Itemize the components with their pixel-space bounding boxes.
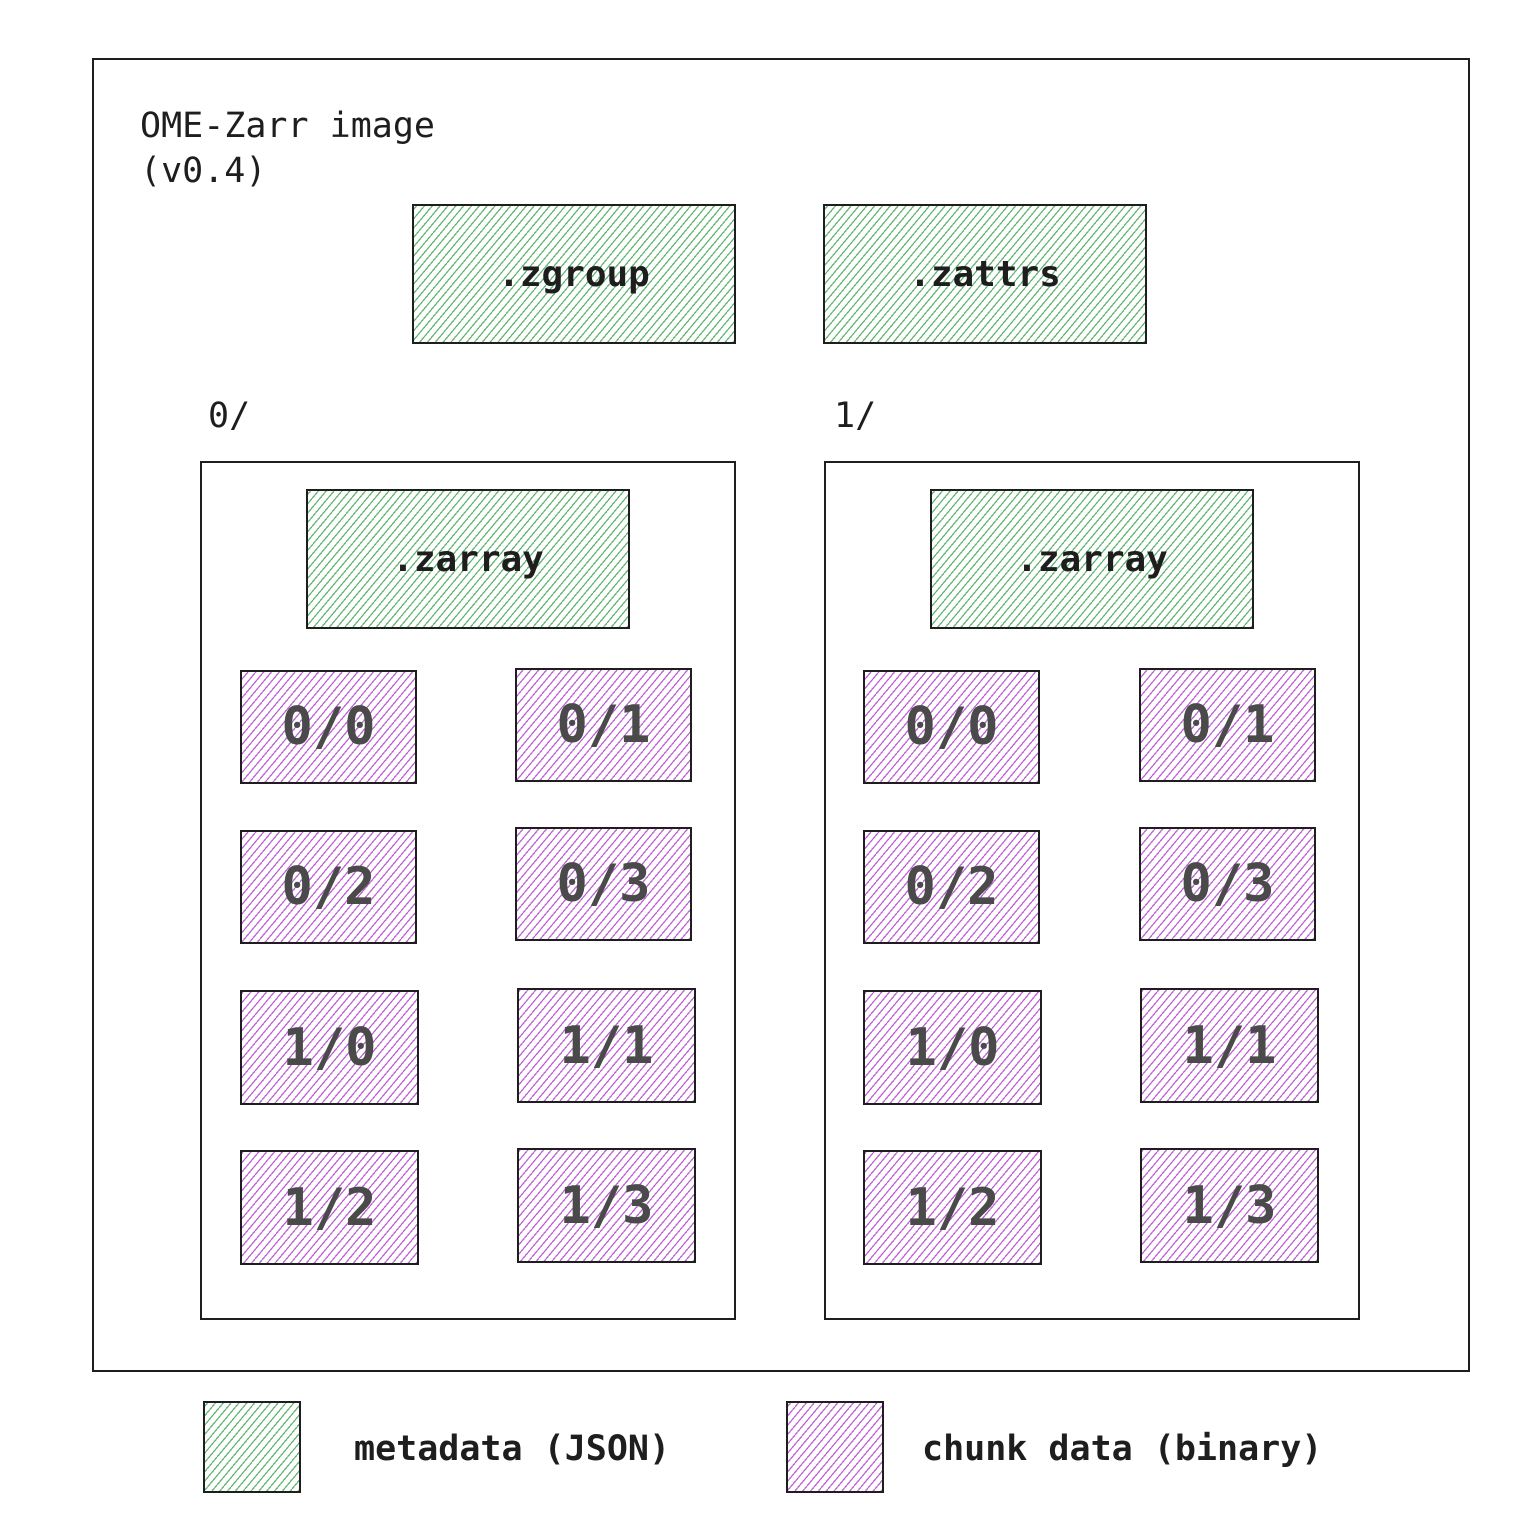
- chunk-label: 0/2: [281, 857, 376, 917]
- chunk-label: 1/2: [282, 1177, 377, 1238]
- array-0-chunk: 0/0: [240, 670, 417, 784]
- chunk-label: 1/1: [1182, 1015, 1277, 1076]
- chunk-label: 1/1: [559, 1015, 654, 1076]
- legend-metadata-label: metadata (JSON): [354, 1429, 671, 1469]
- array-0-chunk: 1/0: [240, 990, 419, 1105]
- chunk-label: 1/0: [905, 1017, 1000, 1078]
- chunk-label: 0/3: [1180, 854, 1275, 914]
- array-1-chunk: 1/1: [1140, 988, 1319, 1103]
- array-0-chunk: 1/1: [517, 988, 696, 1103]
- legend-chunk-swatch: [786, 1401, 884, 1493]
- array-1-chunk: 0/1: [1139, 668, 1316, 782]
- array-1-chunk: 1/2: [863, 1150, 1042, 1265]
- array-0-chunk: 0/2: [240, 830, 417, 944]
- array-0-chunk: 1/3: [517, 1148, 696, 1263]
- array-1-zarray-label: .zarray: [1016, 538, 1168, 580]
- chunk-label: 1/0: [282, 1017, 377, 1078]
- array-1-chunk: 1/3: [1140, 1148, 1319, 1263]
- array-1-chunk: 0/0: [863, 670, 1040, 784]
- array-1-folder: [824, 461, 1360, 1320]
- zattrs-file-label: .zattrs: [909, 253, 1061, 295]
- legend-metadata-swatch: [203, 1401, 301, 1493]
- zattrs-file: .zattrs: [823, 204, 1147, 344]
- array-0-chunk: 0/1: [515, 668, 692, 782]
- array-1-chunk: 1/0: [863, 990, 1042, 1105]
- legend-chunk-label: chunk data (binary): [922, 1429, 1323, 1469]
- ome-zarr-image-container: [92, 58, 1470, 1372]
- array-0-folder: [200, 461, 736, 1320]
- chunk-label: 1/3: [559, 1175, 654, 1236]
- chunk-label: 0/1: [1180, 695, 1275, 755]
- array-0-chunk: 1/2: [240, 1150, 419, 1265]
- array-0-label: 0/: [208, 396, 251, 436]
- diagram-title: OME-Zarr image (v0.4): [140, 106, 436, 191]
- zgroup-file: .zgroup: [412, 204, 736, 344]
- array-1-chunk: 0/2: [863, 830, 1040, 944]
- chunk-label: 1/3: [1182, 1175, 1277, 1236]
- chunk-label: 0/1: [556, 695, 651, 755]
- array-1-label: 1/: [834, 396, 877, 436]
- array-1-zarray-file: .zarray: [930, 489, 1254, 629]
- chunk-label: 0/0: [904, 697, 999, 757]
- chunk-label: 0/3: [556, 854, 651, 914]
- array-0-chunk: 0/3: [515, 827, 692, 941]
- array-1-chunk: 0/3: [1139, 827, 1316, 941]
- array-0-zarray-label: .zarray: [392, 538, 544, 580]
- zgroup-file-label: .zgroup: [498, 253, 650, 295]
- chunk-label: 1/2: [905, 1177, 1000, 1238]
- chunk-label: 0/2: [904, 857, 999, 917]
- chunk-label: 0/0: [281, 697, 376, 757]
- array-0-zarray-file: .zarray: [306, 489, 630, 629]
